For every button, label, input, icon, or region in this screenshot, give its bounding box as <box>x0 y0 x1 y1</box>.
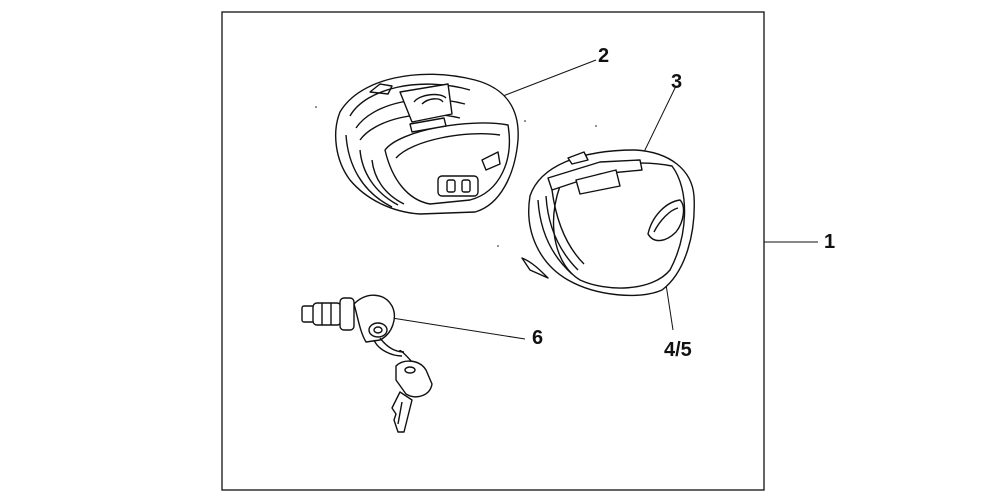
callout-3: 3 <box>671 71 683 93</box>
specks <box>315 106 597 247</box>
leader-3 <box>643 85 677 153</box>
leader-6 <box>391 317 526 340</box>
callout-2: 2 <box>598 45 610 67</box>
callout-1: 1 <box>824 231 836 253</box>
leader-2 <box>502 59 597 97</box>
key-cylinder-drawing <box>301 294 433 433</box>
kit-frame <box>221 11 765 491</box>
right-saddlebag-drawing <box>521 149 695 297</box>
callout-6: 6 <box>532 327 544 349</box>
left-saddlebag-drawing <box>335 73 519 215</box>
callout-4-5: 4/5 <box>664 339 692 361</box>
